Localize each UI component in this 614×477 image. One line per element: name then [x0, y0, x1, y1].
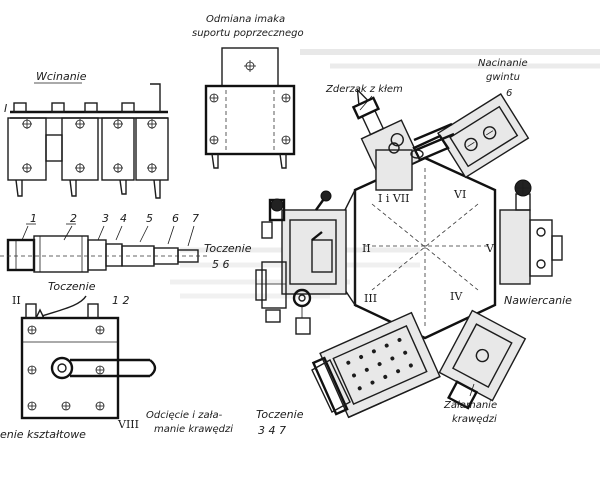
hex-pos-iv: IV — [450, 290, 463, 303]
toczenie-1-2-block: Toczenie 1 2 II VIII enie kształtowe — [0, 280, 157, 441]
label-toczenie-1-2-nums: 1 2 — [112, 294, 130, 307]
part-number-7: 7 — [192, 212, 199, 225]
label-zalamanie-2: krawędzi — [452, 414, 497, 425]
hex-pos-iii: III — [364, 292, 377, 305]
nawiercanie-tool: Nawiercanie — [499, 179, 572, 307]
odciecie-tool-block — [311, 311, 441, 419]
label-ii-left: II — [12, 294, 21, 307]
label-zderzak: Zderzak z kłem — [325, 84, 403, 95]
zderzak-tool: Zderzak z kłem — [325, 84, 421, 191]
label-odciecie-1: Odcięcie i zała- — [146, 410, 223, 421]
label-zalamanie-1: Załamanie — [443, 400, 497, 411]
part-number-6: 6 — [172, 212, 179, 225]
label-toczenie-1-2: Toczenie — [48, 280, 96, 293]
turret-hexagon: I i VII VI II V III IV — [344, 156, 497, 340]
label-toczenie-5-6: Toczenie — [204, 242, 252, 255]
label-toczenie-3-4-7: Toczenie — [256, 408, 304, 421]
label-nacinanie-1: Nacinanie — [478, 58, 528, 69]
turret-handle — [413, 122, 455, 152]
label-wcinanie: Wcinanie — [36, 70, 87, 83]
part-number-1: 1 — [30, 212, 37, 225]
zalamanie-tool: Załamanie krawędzi — [438, 309, 527, 425]
label-viii: VIII — [117, 418, 139, 431]
hex-pos-v: V — [485, 242, 495, 255]
label-ksztaltowe: enie kształtowe — [0, 428, 86, 441]
label-nacinanie-2: gwintu — [486, 72, 520, 83]
turned-part-shaft: 1 2 3 4 5 6 7 Toczenie 5 6 — [0, 212, 252, 273]
bottom-labels: Odcięcie i zała- manie krawędzi Toczenie… — [146, 408, 304, 437]
label-nacinanie-num: 6 — [506, 88, 512, 99]
label-nawiercanie: Nawiercanie — [504, 294, 572, 307]
hex-pos-i-vii: I i VII — [378, 192, 410, 205]
part-number-4: 4 — [120, 212, 127, 225]
wcinanie-tool-block: Wcinanie I — [4, 70, 169, 199]
nacinanie-gwintu-tool: Nacinanie gwintu 6 — [410, 58, 530, 179]
hex-pos-vi: VI — [453, 188, 466, 201]
label-toczenie-3-4-7-nums: 3 4 7 — [258, 424, 286, 437]
svg-text:I: I — [4, 102, 7, 115]
label-odmiana-2: suportu poprzecznego — [192, 28, 304, 39]
part-number-5: 5 — [146, 212, 153, 225]
odmiana-imaka-tool: Odmiana imaka suportu poprzecznego — [192, 14, 304, 169]
hex-pos-ii: II — [362, 242, 371, 255]
label-toczenie-5-6-nums: 5 6 — [212, 258, 230, 271]
label-odciecie-2: manie krawędzi — [154, 424, 233, 435]
part-number-3: 3 — [102, 212, 109, 225]
toczenie-holder-tool — [255, 190, 347, 335]
label-odmiana-1: Odmiana imaka — [206, 14, 285, 25]
part-number-2: 2 — [70, 212, 77, 225]
